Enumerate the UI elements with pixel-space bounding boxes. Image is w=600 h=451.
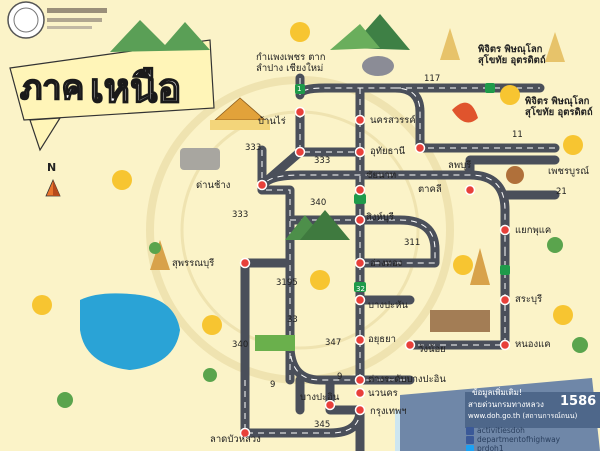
route-340-b: 340	[232, 340, 249, 350]
route-9-a: 9	[270, 380, 276, 390]
label-phu-khae: แยกพุแค	[515, 225, 552, 236]
route-333-c: 333	[232, 210, 249, 220]
compass-icon	[45, 179, 61, 197]
route-347: 347	[325, 338, 342, 348]
label-phichit-1: พิจิตร พิษณุโลก สุโขทัย อุตรดิตถ์	[478, 44, 546, 66]
title-line1: ภาค	[19, 67, 85, 109]
twitter-icon	[466, 445, 474, 451]
label-bang-pa-in: บางปะอิน	[300, 392, 340, 403]
label-bang-pahan: บางปะหัน	[368, 300, 408, 311]
label-phetchabun: เพชรบูรณ์	[548, 166, 590, 177]
label-lat-bua-luang: ลาดบัวหลวง	[210, 434, 261, 445]
contact-info: ข้อมูลเพิ่มเติม! สายด่วนกรมทางหลวง 1586 …	[400, 383, 600, 451]
label-kamphaeng: กำแพงเพชร ตาก ลำปาง เชียงใหม่	[256, 52, 326, 74]
label-uthai-thani: อุทัยธานี	[370, 146, 406, 157]
label-nava-nakorn: นวนคร	[368, 388, 398, 399]
route-333-a: 333	[245, 143, 262, 153]
department-logo	[7, 1, 107, 39]
label-phichit-2: พิจิตร พิษณุโลก สุโขทัย อุตรดิตถ์	[525, 96, 593, 118]
label-ang-thong: อ่างทอง	[370, 258, 403, 269]
label-nakhon-sawan: นครสวรรค์	[370, 115, 416, 126]
website: www.doh.go.th (สถานการณ์ถนน)	[468, 412, 578, 420]
contact-panel	[400, 378, 600, 451]
compass-label: N	[47, 161, 57, 174]
facebook-icon	[466, 427, 474, 435]
facebook-icon	[466, 436, 474, 444]
route-117: 117	[424, 74, 441, 84]
route-11: 11	[512, 130, 523, 140]
hotline-number: 1586	[560, 394, 597, 409]
label-bang-pa-in-interchange: ต่างระดับบางปะอิน	[368, 374, 446, 385]
label-ayutthaya: อยุธยา	[368, 334, 396, 345]
label-dan-chang: ด่านช้าง	[196, 180, 231, 191]
route-33: 33	[287, 315, 298, 325]
route-9-b: 9	[337, 372, 343, 382]
route-333-b: 333	[314, 156, 331, 166]
route-shields	[295, 83, 510, 292]
label-wang-noi: วังน้อย	[418, 344, 446, 355]
label-chai-nat: ชัยนาท	[366, 170, 397, 181]
label-sing-buri: สิงห์บุรี	[366, 212, 394, 223]
label-ta-khli: ตาคลี	[418, 184, 442, 195]
city-nodes	[239, 106, 511, 439]
label-nong-khae: หนองแค	[515, 339, 551, 350]
title-line2: เหนือ	[89, 65, 182, 113]
facebook-department[interactable]: departmentofhighway	[466, 435, 560, 444]
route-32: 32	[356, 285, 365, 293]
route-3195: 3195	[276, 278, 298, 288]
mountain-illustration	[110, 14, 410, 52]
route-345: 345	[314, 420, 331, 430]
route-1: 1	[297, 85, 302, 93]
road-stripes	[244, 78, 555, 434]
route-340-a: 340	[310, 198, 327, 208]
label-suphan-buri: สุพรรณบุรี	[172, 258, 215, 269]
hotline-label: สายด่วนกรมทางหลวง	[468, 400, 544, 409]
route-21: 21	[556, 187, 567, 197]
label-lop-buri: ลพบุรี	[448, 160, 472, 171]
route-311: 311	[404, 238, 421, 248]
twitter-prdoh[interactable]: prdoh1	[466, 444, 504, 451]
contact-heading: ข้อมูลเพิ่มเติม!	[472, 388, 523, 397]
label-ban-rai: บ้านไร่	[258, 116, 286, 127]
facebook-activities[interactable]: activitiesdoh	[466, 426, 525, 435]
label-saraburi: สระบุรี	[515, 294, 543, 305]
label-bangkok: กรุงเทพฯ	[370, 406, 407, 417]
